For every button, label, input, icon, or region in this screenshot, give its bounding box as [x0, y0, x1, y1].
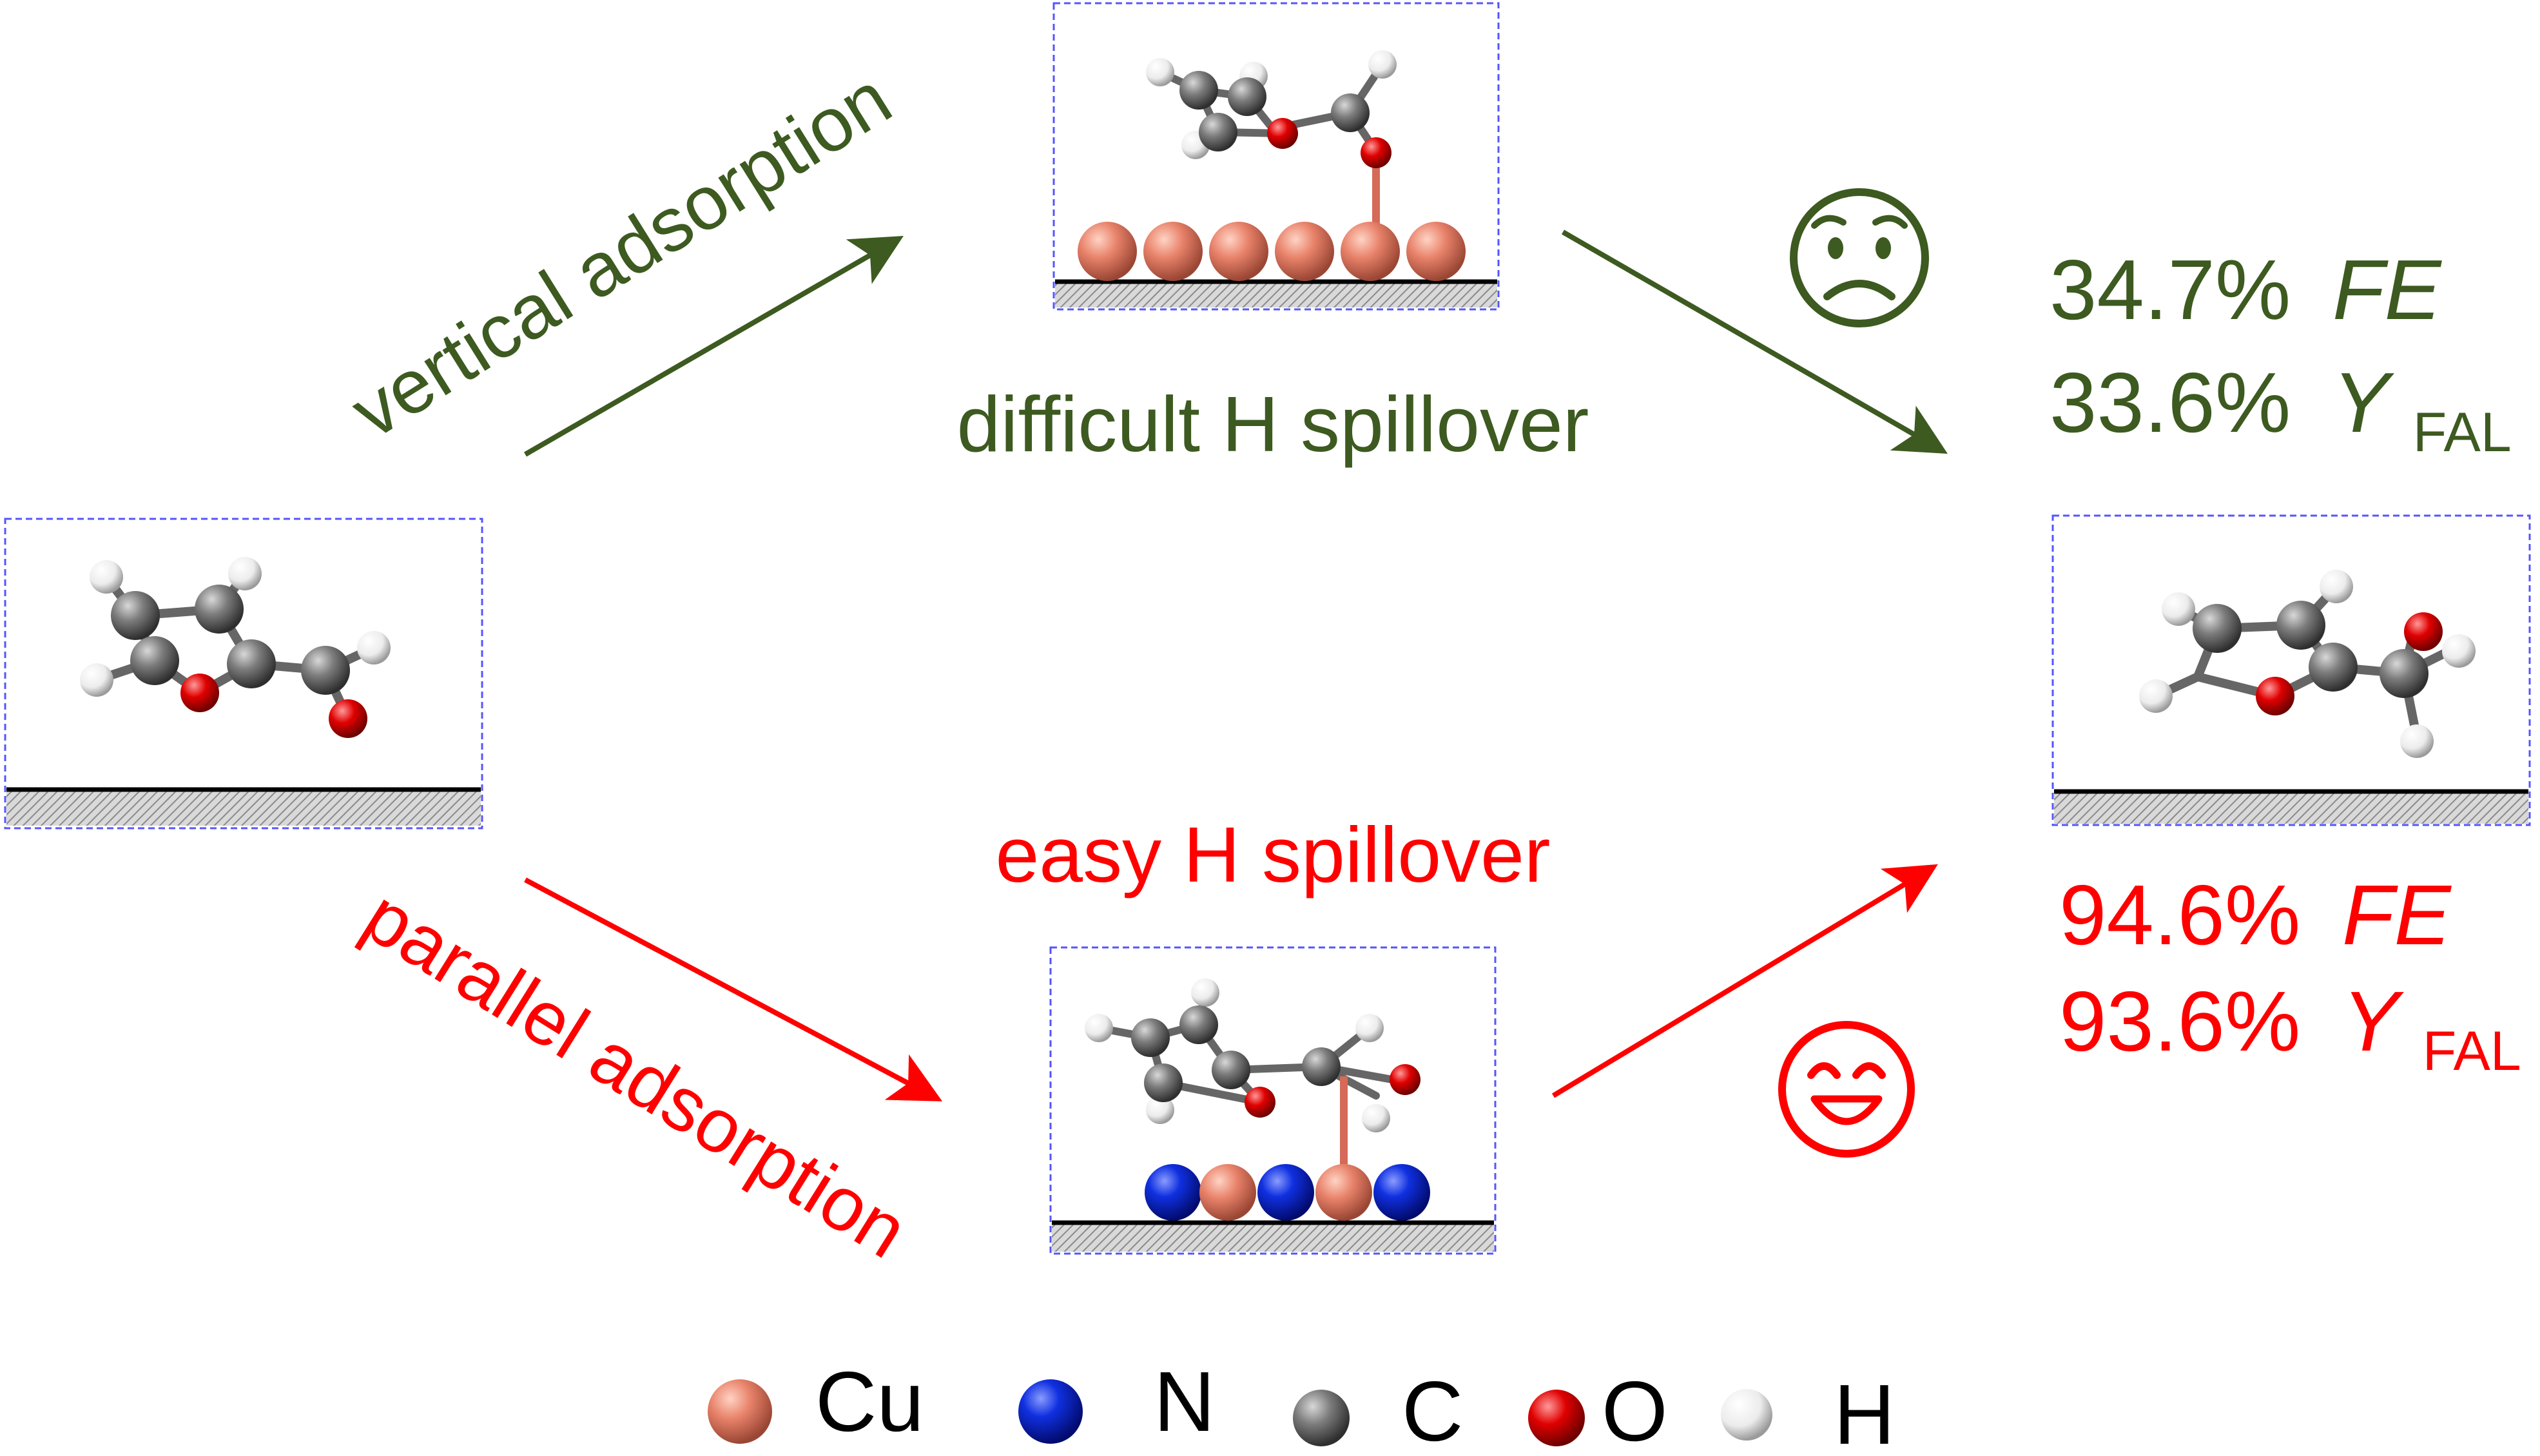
legend-item-cu: Cu — [708, 1354, 924, 1449]
parallel-adsorption-panel — [1049, 946, 1497, 1255]
legend-label: C — [1402, 1364, 1463, 1456]
atom-n — [1373, 1164, 1430, 1221]
substrate-surface — [1055, 282, 1497, 307]
atom-h — [357, 631, 391, 665]
arrow-vertical-to-product — [1562, 229, 1948, 454]
parallel-adsorption-label: parallel adsorption — [349, 873, 922, 1275]
atom-cu — [1209, 222, 1268, 281]
atom-h — [90, 560, 123, 594]
atom-h — [2400, 724, 2434, 758]
atom-c — [1179, 71, 1218, 110]
atom-h — [1085, 1014, 1113, 1042]
atom-cu — [1341, 222, 1400, 281]
atom-c — [1331, 93, 1370, 132]
atom-c — [1199, 113, 1237, 151]
substrate-surface — [1052, 1223, 1494, 1252]
legend-label: O — [1602, 1364, 1668, 1456]
atom-h — [2162, 592, 2195, 626]
atom-o — [2404, 612, 2443, 651]
atom-o — [329, 699, 367, 738]
atom-h — [2139, 679, 2173, 713]
result-top-yield: 33.6% Y FAL — [2050, 355, 2512, 463]
atom-o — [1267, 118, 1298, 149]
arrow-parallel-to-product — [1551, 864, 1938, 1098]
atom-o — [2256, 677, 2294, 715]
atom-c — [2276, 601, 2325, 650]
easy-spillover-label: easy H spillover — [995, 811, 1550, 898]
atom-cu-swatch — [708, 1379, 772, 1444]
atom-h — [228, 557, 262, 590]
result-top-fe: 34.7% FE — [2050, 242, 2443, 337]
atom-o — [180, 674, 219, 712]
result-bottom-fe: 94.6% FE — [2059, 868, 2452, 962]
atom-c — [2309, 643, 2358, 692]
atom-c — [1212, 1051, 1250, 1089]
vertical-adsorption-panel — [1052, 2, 1500, 311]
legend-label: H — [1834, 1367, 1895, 1456]
legend-item-c: C — [1293, 1364, 1463, 1456]
atom-c — [1302, 1047, 1341, 1086]
atom-c — [227, 639, 276, 688]
atom-o-swatch — [1528, 1390, 1585, 1446]
atom-c — [1179, 1005, 1218, 1044]
arrow-to-parallel — [524, 877, 943, 1102]
atom-o — [1361, 137, 1391, 168]
legend-label: N — [1154, 1354, 1215, 1449]
atom-cu — [1199, 1164, 1256, 1221]
atom-c-swatch — [1293, 1390, 1350, 1446]
worried-face-icon — [1790, 188, 1929, 327]
legend-label: Cu — [815, 1354, 924, 1449]
difficult-spillover-label: difficult H spillover — [957, 380, 1589, 468]
atom-cu — [1406, 222, 1466, 281]
smiling-face-icon — [1778, 1021, 1915, 1158]
atom-h — [2320, 570, 2353, 603]
atom-h — [1146, 58, 1174, 86]
atom-c — [1228, 77, 1266, 116]
result-bottom-yield: 93.6% Y FAL — [2059, 974, 2521, 1082]
legend-item-h: H — [1721, 1367, 1895, 1456]
atom-h — [1362, 1104, 1390, 1132]
atom-h — [1355, 1014, 1384, 1042]
reactant-panel — [4, 518, 483, 830]
substrate-surface — [2054, 791, 2528, 824]
atom-c — [1131, 1018, 1170, 1057]
atom-h-swatch — [1721, 1389, 1772, 1441]
atom-c — [111, 591, 160, 640]
legend-item-n: N — [1018, 1354, 1215, 1449]
atom-n — [1257, 1164, 1314, 1221]
atom-h — [1368, 50, 1397, 79]
product-panel — [2051, 514, 2531, 826]
atom-n-swatch — [1018, 1379, 1083, 1444]
atom-cu — [1275, 222, 1334, 281]
atom-c — [1144, 1063, 1183, 1102]
vertical-adsorption-label: vertical adsorption — [337, 55, 906, 454]
atom-c — [2380, 649, 2429, 698]
substrate-surface — [6, 790, 481, 826]
arrow-to-vertical — [523, 235, 904, 457]
atom-legend: Cu N C O H — [708, 1354, 1895, 1456]
atom-h — [80, 663, 113, 697]
atom-o — [1245, 1087, 1275, 1118]
atom-cu — [1078, 222, 1137, 281]
atom-c — [195, 585, 244, 634]
atom-h — [1191, 978, 1219, 1007]
atom-cu — [1315, 1164, 1372, 1221]
legend-item-o: O — [1528, 1364, 1668, 1456]
atom-o — [1390, 1064, 1420, 1095]
atom-c — [2193, 604, 2242, 653]
atom-n — [1145, 1164, 1201, 1221]
atom-c — [130, 636, 179, 685]
atom-h — [1146, 1096, 1174, 1124]
atom-c — [301, 646, 350, 695]
atom-cu — [1143, 222, 1203, 281]
atom-h — [2442, 634, 2476, 668]
